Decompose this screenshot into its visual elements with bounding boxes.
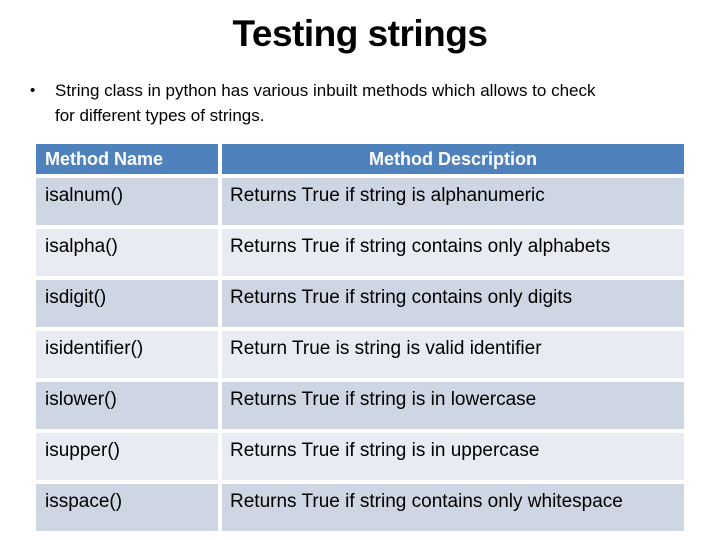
method-description-cell: Returns True if string contains only alp…: [222, 229, 684, 276]
table-row: isupper() Returns True if string is in u…: [36, 433, 684, 480]
table-row: isidentifier() Return True is string is …: [36, 331, 684, 378]
method-name-cell: isdigit(): [36, 280, 218, 327]
table-row: isalnum() Returns True if string is alph…: [36, 178, 684, 225]
table-row: islower() Returns True if string is in l…: [36, 382, 684, 429]
method-name-cell: isupper(): [36, 433, 218, 480]
method-name-cell: islower(): [36, 382, 218, 429]
bullet-line-2: for different types of strings.: [55, 105, 265, 125]
table-row: isalpha() Returns True if string contain…: [36, 229, 684, 276]
table-header-row: Method Name Method Description: [36, 144, 684, 174]
method-name-cell: isalpha(): [36, 229, 218, 276]
methods-table: Method Name Method Description isalnum()…: [36, 144, 684, 531]
bullet-marker: •: [30, 81, 36, 99]
method-description-cell: Returns True if string contains only whi…: [222, 484, 684, 531]
header-cell-method-description: Method Description: [222, 144, 684, 174]
method-description-cell: Returns True if string is in uppercase: [222, 433, 684, 480]
slide-title: Testing strings: [232, 13, 488, 54]
method-description-cell: Return True is string is valid identifie…: [222, 331, 684, 378]
table-row: isdigit() Returns True if string contain…: [36, 280, 684, 327]
header-cell-method-name: Method Name: [36, 144, 218, 174]
method-name-cell: isspace(): [36, 484, 218, 531]
method-description-cell: Returns True if string is alphanumeric: [222, 178, 684, 225]
method-name-cell: isalnum(): [36, 178, 218, 225]
method-name-cell: isidentifier(): [36, 331, 218, 378]
bullet-line-1: String class in python has various inbui…: [55, 80, 596, 100]
bullet-text: String class in python has various inbui…: [55, 78, 596, 128]
table-row: isspace() Returns True if string contain…: [36, 484, 684, 531]
method-description-cell: Returns True if string is in lowercase: [222, 382, 684, 429]
method-description-cell: Returns True if string contains only dig…: [222, 280, 684, 327]
bullet-item: • String class in python has various inb…: [30, 78, 690, 128]
